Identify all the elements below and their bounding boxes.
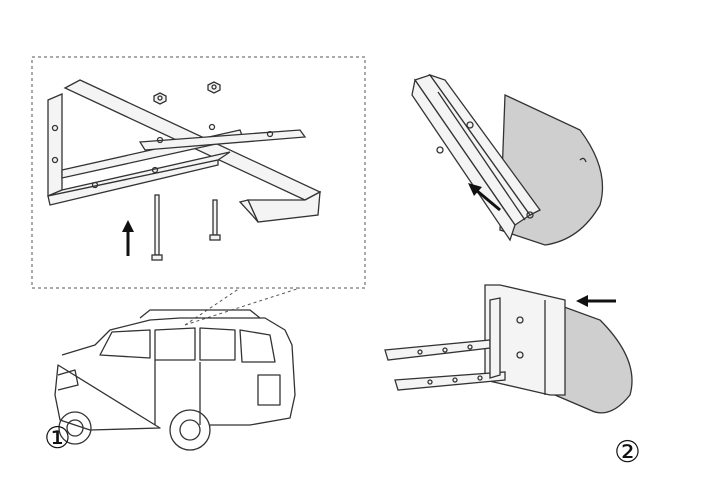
awning-bracket-assembly [384,284,633,414]
arrow-up-left-icon [468,183,501,212]
detail-leader [184,287,301,326]
nut [153,92,167,105]
l-bracket [47,93,307,206]
arrow-up-icon [122,220,134,256]
detail-leader [184,287,241,326]
arrow-left-icon [576,295,616,307]
awning-rail-assembly [411,73,604,246]
nut [207,81,221,94]
bolt [151,194,163,261]
roof-bar [63,79,322,223]
step-2-label: ② [614,435,641,470]
vehicle-illustration [54,309,296,451]
step-1-label: ① [44,421,71,456]
bolt [209,199,221,241]
